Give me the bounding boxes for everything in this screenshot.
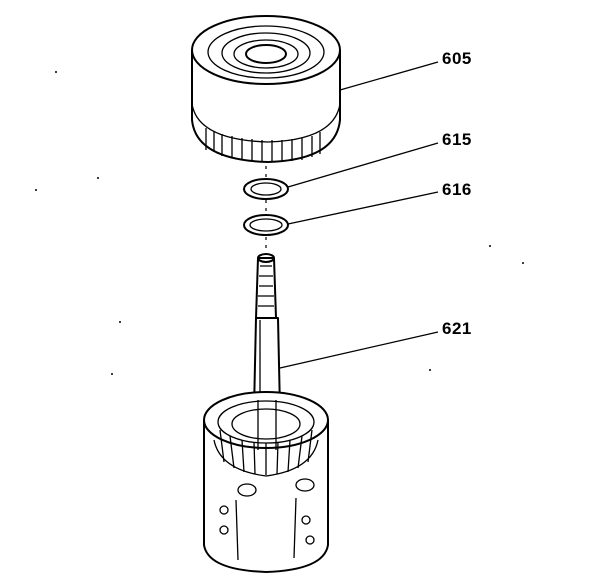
part-616-o-ring [243, 214, 289, 236]
part-605-housing [191, 15, 341, 163]
callout-605: 605 [442, 49, 472, 68]
leader-615 [287, 142, 439, 188]
callout-615: 615 [442, 130, 472, 149]
callout-616: 616 [442, 180, 472, 199]
callout-621: 621 [442, 319, 472, 338]
part-621-shaft-assembly [203, 253, 329, 573]
leader-lines [279, 61, 439, 369]
leader-616 [287, 191, 439, 225]
leader-605 [339, 61, 439, 91]
scan-specks [35, 71, 524, 375]
part-615-snap-ring [243, 178, 289, 200]
leader-621 [279, 331, 439, 369]
